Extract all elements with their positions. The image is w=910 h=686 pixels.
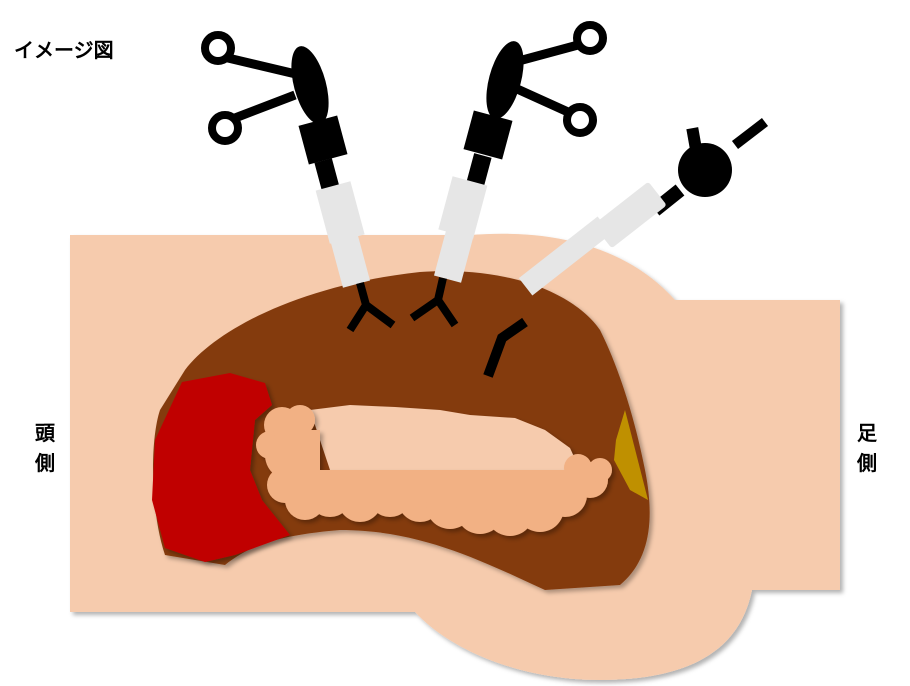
head-side-label: 頭側	[35, 421, 55, 475]
grasper-middle	[409, 21, 607, 328]
stomach-region	[310, 405, 580, 485]
energy-device	[483, 118, 769, 378]
diagram-title: イメージ図	[14, 38, 114, 62]
grasper-left	[201, 31, 396, 333]
foot-side-label: 足側	[857, 421, 877, 475]
spleen	[152, 373, 290, 562]
gallbladder	[614, 410, 648, 500]
pancreas	[256, 405, 612, 536]
